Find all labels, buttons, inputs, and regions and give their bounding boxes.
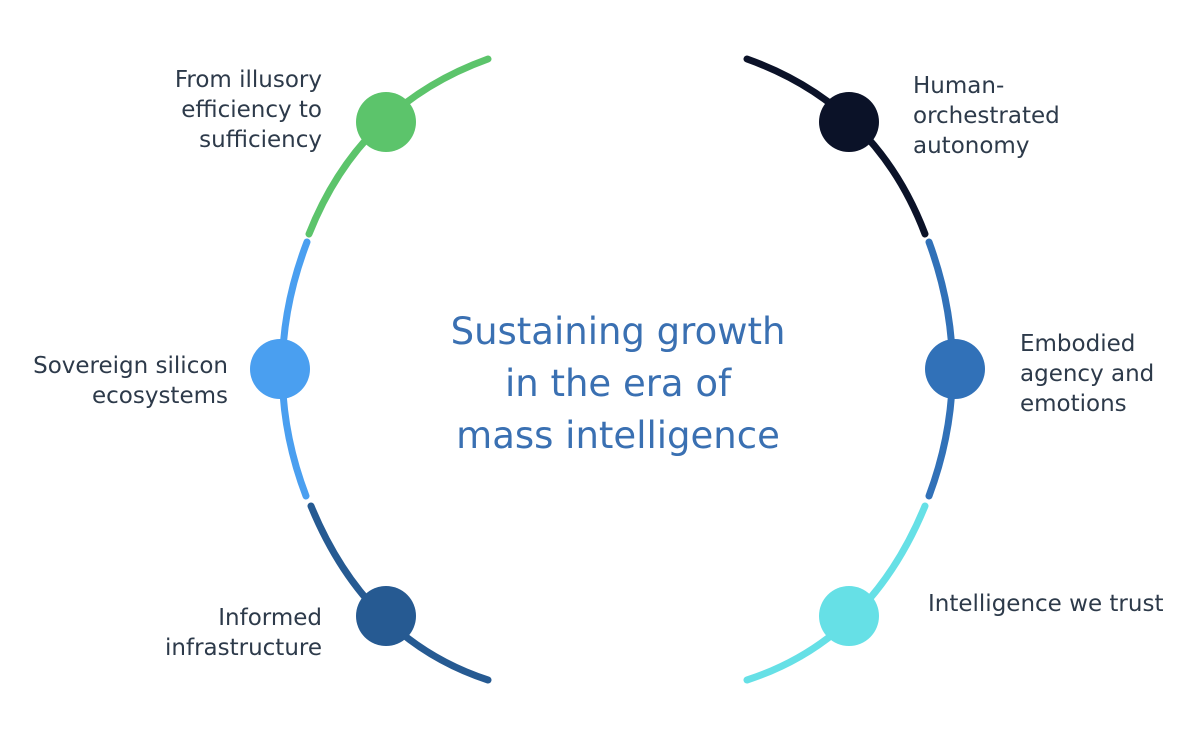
label-sovereign-line-2: ecosystems	[91, 383, 228, 409]
node-sufficiency	[356, 92, 416, 152]
center-title-line-2: in the era of	[504, 362, 732, 405]
label-sufficiency-line-3: sufficiency	[199, 127, 322, 153]
label-sovereign: Sovereign silicon ecosystems	[33, 351, 228, 411]
label-sufficiency-line-1: From illusory	[174, 67, 322, 93]
label-sufficiency: From illusory efficiency to sufficiency	[175, 65, 322, 155]
label-autonomy-line-3: autonomy	[913, 133, 1030, 159]
label-infrastructure-line-2: infrastructure	[165, 635, 322, 661]
node-sovereign	[250, 339, 310, 399]
label-embodied: Embodied agency and emotions	[1020, 329, 1154, 419]
center-title-line-3: mass intelligence	[456, 414, 780, 457]
label-infrastructure-line-1: Informed	[218, 605, 322, 631]
node-autonomy	[819, 92, 879, 152]
label-sovereign-line-1: Sovereign silicon	[33, 353, 228, 379]
label-embodied-line-2: agency and	[1020, 361, 1155, 387]
label-trust-line-1: Intelligence we trust	[928, 591, 1164, 617]
label-autonomy-line-1: Human-	[913, 73, 1005, 99]
node-infrastructure	[356, 586, 416, 646]
center-title: Sustaining growth in the era of mass int…	[418, 306, 818, 462]
label-sufficiency-line-2: efficiency to	[181, 97, 322, 123]
node-trust	[819, 586, 879, 646]
label-trust: Intelligence we trust	[928, 589, 1163, 619]
label-autonomy-line-2: orchestrated	[913, 103, 1060, 129]
label-autonomy: Human- orchestrated autonomy	[913, 71, 1060, 161]
center-title-line-1: Sustaining growth	[450, 310, 786, 353]
node-embodied	[925, 339, 985, 399]
label-infrastructure: Informed infrastructure	[165, 603, 322, 663]
label-embodied-line-1: Embodied	[1020, 331, 1136, 357]
label-embodied-line-3: emotions	[1020, 391, 1127, 417]
